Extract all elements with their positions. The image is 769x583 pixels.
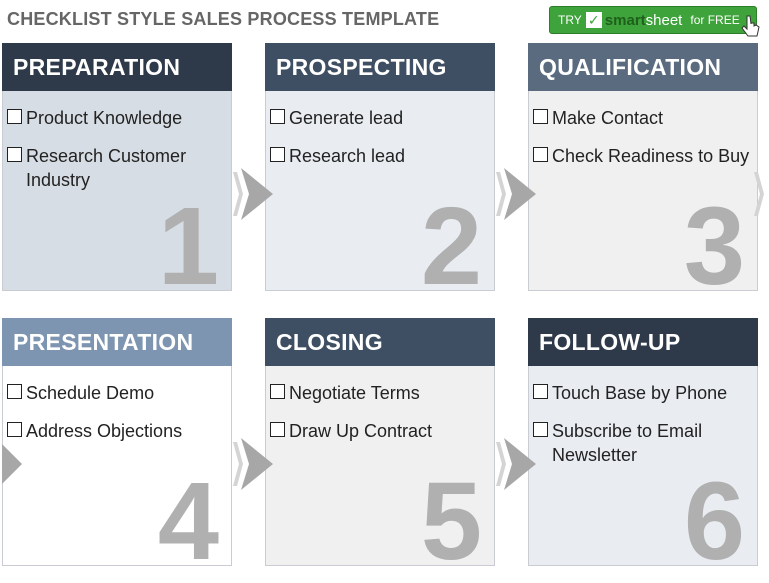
checkbox[interactable] bbox=[7, 384, 22, 399]
checklist-item-label: Research Customer Industry bbox=[26, 146, 187, 190]
arrow-right-icon bbox=[233, 438, 273, 490]
step-number: 2 bbox=[420, 185, 482, 308]
checkbox[interactable] bbox=[533, 147, 548, 162]
card-heading: PROSPECTING bbox=[265, 43, 495, 91]
arrow-right-icon bbox=[496, 168, 536, 220]
checklist-item[interactable]: Generate lead bbox=[270, 106, 490, 130]
card-heading: PREPARATION bbox=[2, 43, 232, 91]
checklist-item[interactable]: Make Contact bbox=[533, 106, 753, 130]
checkbox[interactable] bbox=[7, 422, 22, 437]
checklist-item-label: Schedule Demo bbox=[26, 383, 155, 403]
arrow-right-icon bbox=[2, 444, 22, 484]
checkbox[interactable] bbox=[270, 147, 285, 162]
try-smartsheet-button[interactable]: TRY ✓ smartsheet for FREE bbox=[549, 6, 757, 34]
checklist-item-label: Check Readiness to Buy bbox=[552, 146, 750, 166]
checkbox[interactable] bbox=[270, 422, 285, 437]
pointer-cursor-icon bbox=[741, 15, 760, 37]
checklist-item[interactable]: Research lead bbox=[270, 144, 490, 168]
checklist-item-label: Negotiate Terms bbox=[289, 383, 420, 403]
step-card-presentation: PRESENTATION Schedule Demo Address Objec… bbox=[2, 318, 232, 577]
page-title: CHECKLIST STYLE SALES PROCESS TEMPLATE bbox=[7, 9, 440, 29]
checklist-item[interactable]: Schedule Demo bbox=[7, 381, 227, 405]
checklist-item[interactable]: Address Objections bbox=[7, 419, 227, 443]
checklist-item-label: Product Knowledge bbox=[26, 108, 183, 128]
checklist-item[interactable]: Negotiate Terms bbox=[270, 381, 490, 405]
checkmark-icon: ✓ bbox=[585, 12, 602, 28]
step-number: 5 bbox=[420, 460, 482, 583]
brand-part-a: smart bbox=[604, 11, 646, 29]
try-label: TRY bbox=[558, 13, 582, 27]
checklist-item-label: Touch Base by Phone bbox=[552, 383, 728, 403]
card-heading: QUALIFICATION bbox=[528, 43, 758, 91]
step-number: 3 bbox=[683, 185, 745, 308]
checkbox[interactable] bbox=[533, 109, 548, 124]
step-card-qualification: QUALIFICATION Make Contact Check Readine… bbox=[528, 43, 758, 302]
checkbox[interactable] bbox=[270, 384, 285, 399]
checklist-item[interactable]: Touch Base by Phone bbox=[533, 381, 753, 405]
arrow-right-icon bbox=[754, 172, 764, 216]
checklist-item[interactable]: Draw Up Contract bbox=[270, 419, 490, 443]
checklist-item-label: Address Objections bbox=[26, 421, 183, 441]
step-number: 1 bbox=[157, 185, 219, 308]
checkbox[interactable] bbox=[7, 109, 22, 124]
checklist-item-label: Make Contact bbox=[552, 108, 664, 128]
arrow-right-icon bbox=[233, 168, 273, 220]
card-heading: PRESENTATION bbox=[2, 318, 232, 366]
checklist-item-label: Generate lead bbox=[289, 108, 404, 128]
checklist-item-label: Research lead bbox=[289, 146, 406, 166]
step-card-preparation: PREPARATION Product Knowledge Research C… bbox=[2, 43, 232, 302]
arrow-right-icon bbox=[496, 438, 536, 490]
step-card-closing: CLOSING Negotiate Terms Draw Up Contract… bbox=[265, 318, 495, 577]
card-heading: CLOSING bbox=[265, 318, 495, 366]
checklist-item[interactable]: Subscribe to Email Newsletter bbox=[533, 419, 753, 467]
checklist-item-label: Subscribe to Email Newsletter bbox=[552, 421, 703, 465]
brand-name: smartsheet bbox=[605, 12, 683, 29]
checklist-item-label: Draw Up Contract bbox=[289, 421, 433, 441]
step-number: 4 bbox=[157, 460, 219, 583]
step-number: 6 bbox=[683, 460, 745, 583]
checklist-item[interactable]: Check Readiness to Buy bbox=[533, 144, 753, 168]
checklist-item[interactable]: Research Customer Industry bbox=[7, 144, 227, 192]
checkbox[interactable] bbox=[533, 422, 548, 437]
checklist-item[interactable]: Product Knowledge bbox=[7, 106, 227, 130]
checkbox[interactable] bbox=[270, 109, 285, 124]
free-label: for FREE bbox=[690, 13, 740, 27]
brand-part-b: sheet bbox=[645, 11, 683, 29]
checkbox[interactable] bbox=[533, 384, 548, 399]
checkbox[interactable] bbox=[7, 147, 22, 162]
step-card-follow-up: FOLLOW-UP Touch Base by Phone Subscribe … bbox=[528, 318, 758, 577]
card-heading: FOLLOW-UP bbox=[528, 318, 758, 366]
step-card-prospecting: PROSPECTING Generate lead Research lead … bbox=[265, 43, 495, 302]
